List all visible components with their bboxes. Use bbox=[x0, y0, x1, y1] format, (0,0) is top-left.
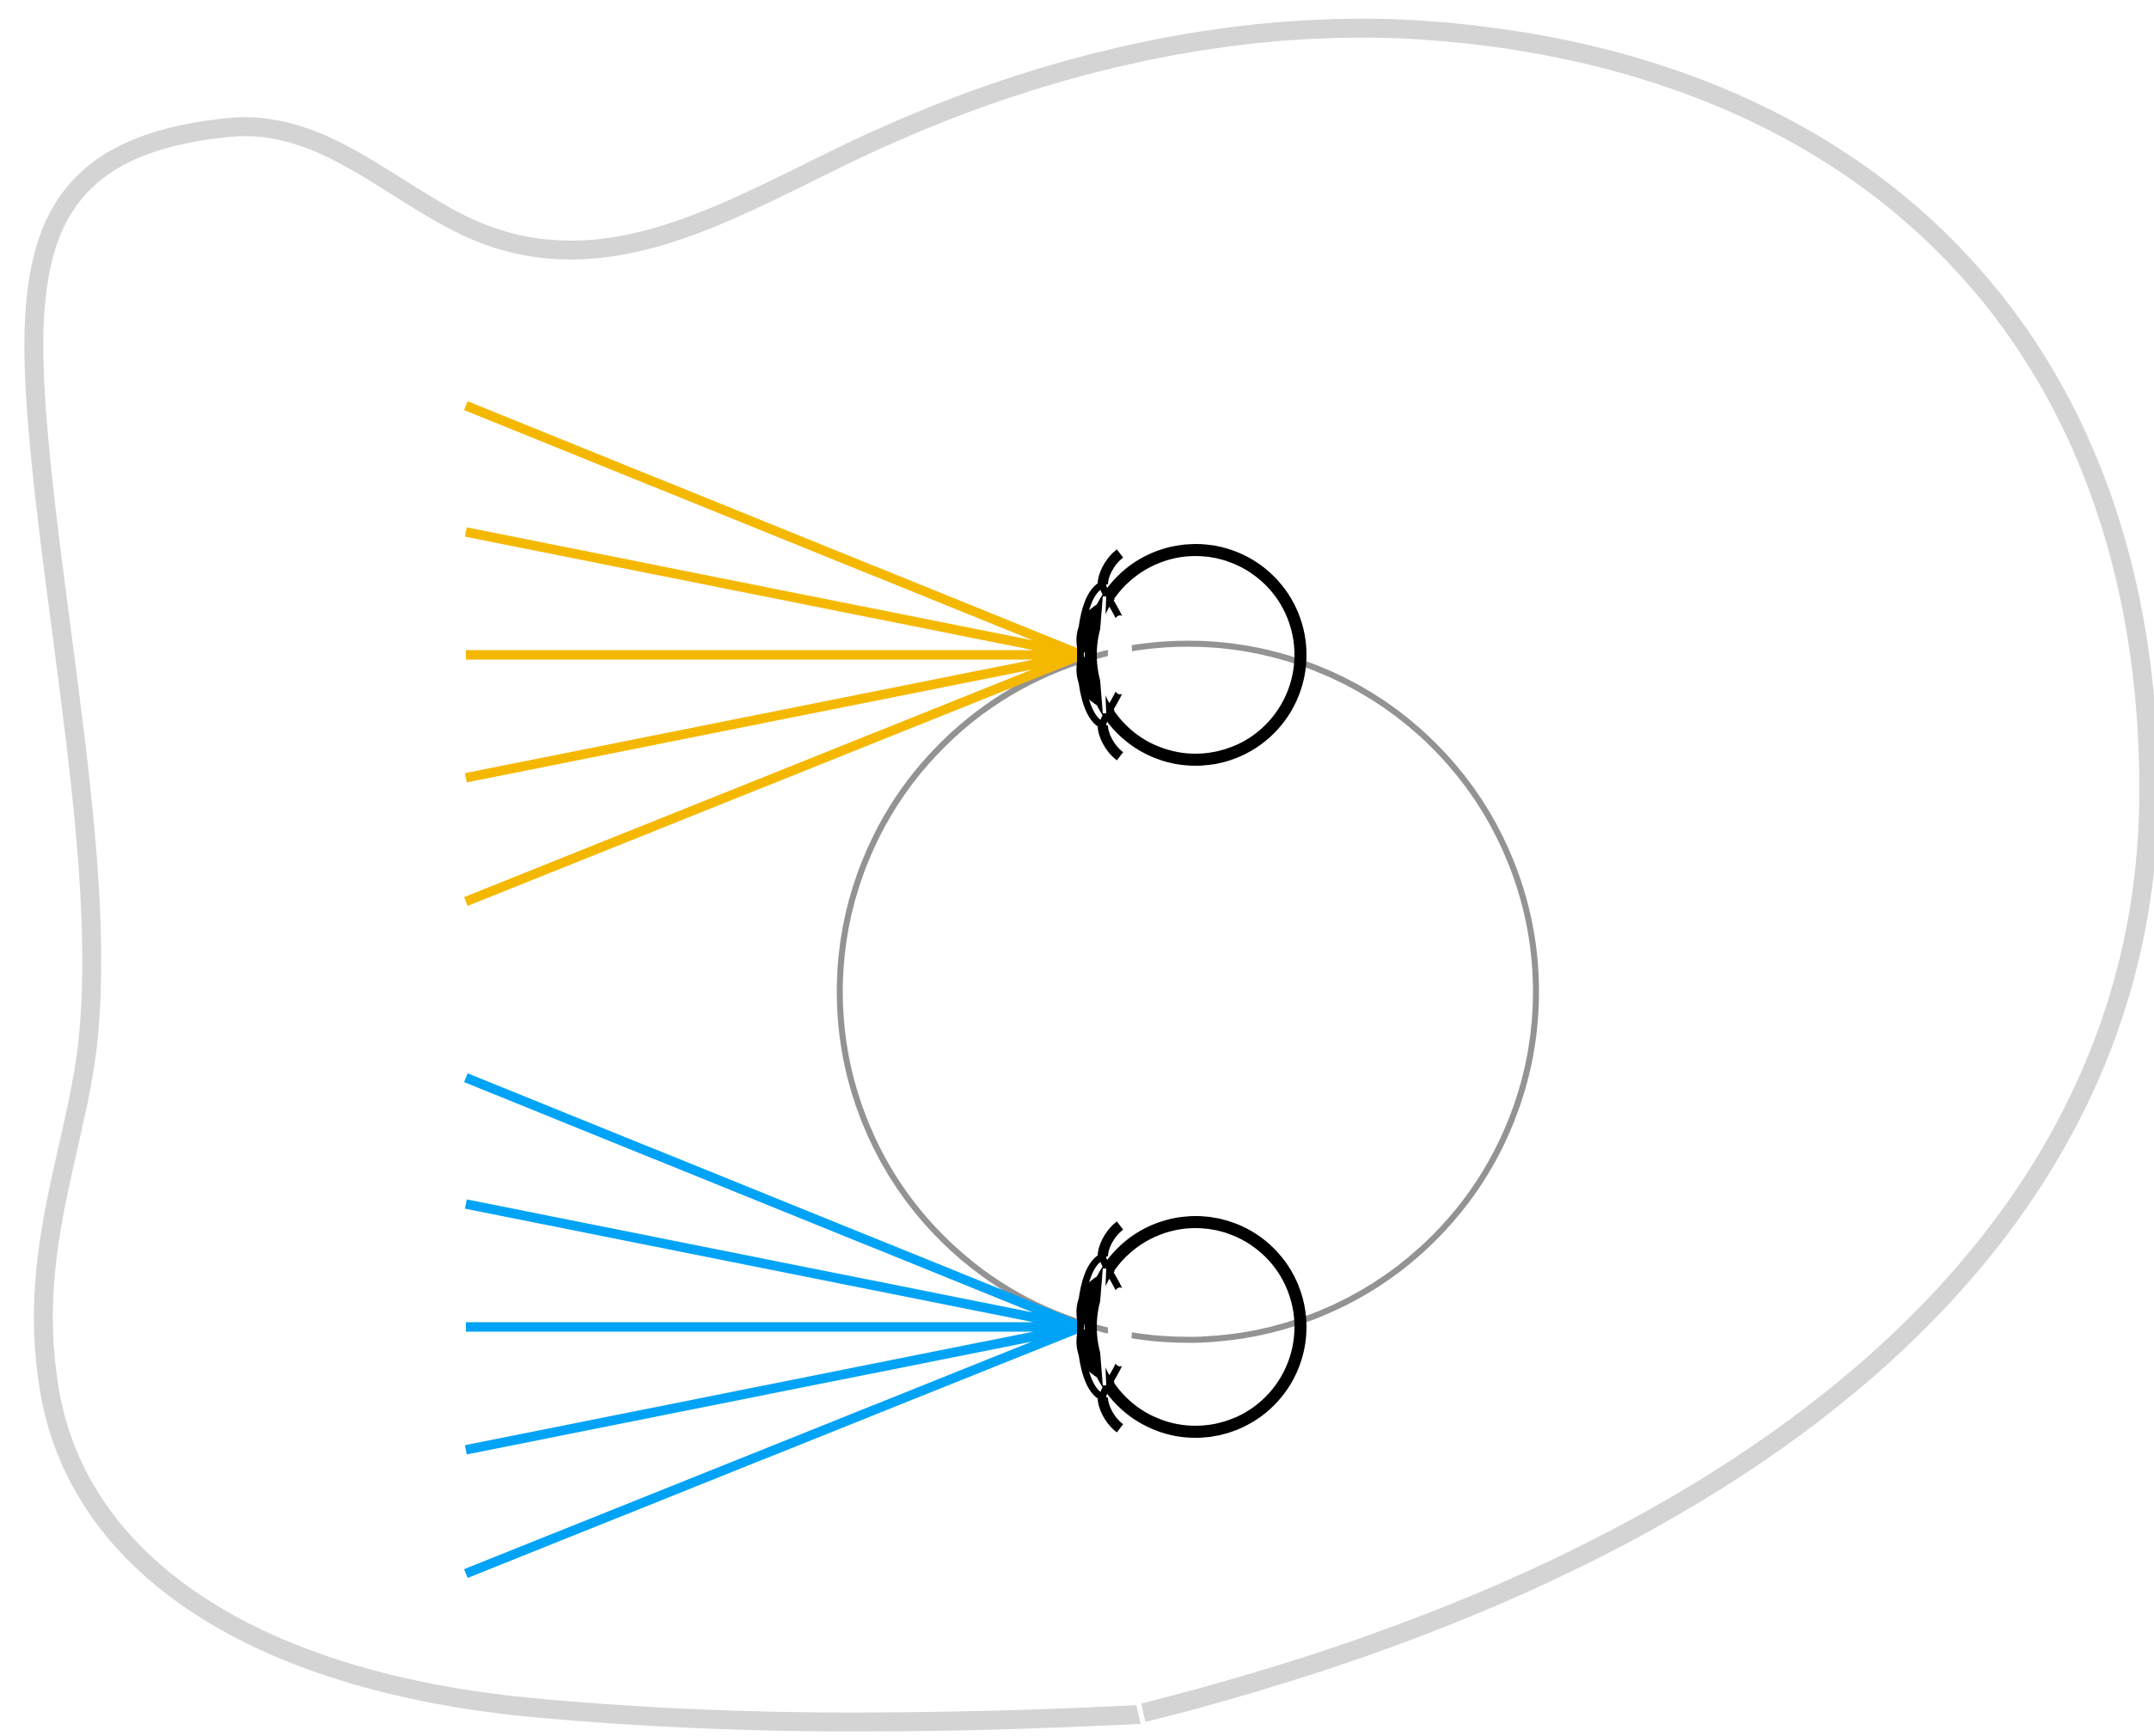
light-ray bbox=[464, 650, 1083, 783]
light-ray bbox=[463, 1322, 1084, 1579]
blob-outline-gap bbox=[1135, 1696, 1147, 1728]
light-ray bbox=[463, 1073, 1084, 1332]
eye-icon bbox=[1076, 1222, 1300, 1432]
orbit-circle bbox=[836, 640, 1539, 1343]
light-ray bbox=[464, 527, 1083, 660]
light-ray bbox=[464, 1322, 1083, 1455]
blob-outline bbox=[24, 18, 2154, 1732]
upper-ray-group bbox=[463, 400, 1084, 907]
light-ray bbox=[464, 1199, 1083, 1332]
light-ray bbox=[463, 400, 1084, 660]
lower-ray-group bbox=[463, 1073, 1084, 1579]
light-ray bbox=[463, 650, 1084, 907]
